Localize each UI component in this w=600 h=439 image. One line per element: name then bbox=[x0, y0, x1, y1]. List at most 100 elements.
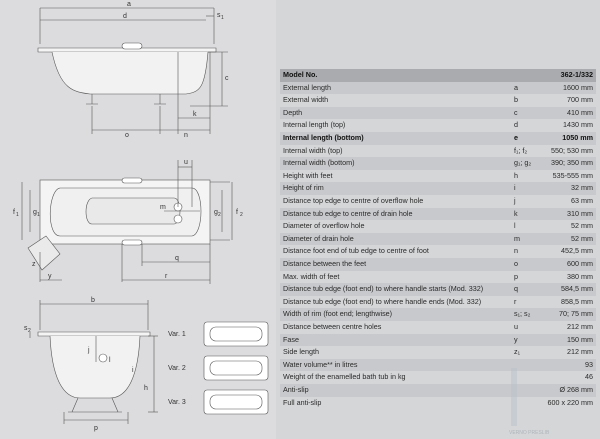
row-label: Distance tub edge to centre of drain hol… bbox=[283, 208, 413, 218]
variant-label-3: Var. 3 bbox=[168, 399, 186, 406]
variant-label-2: Var. 2 bbox=[168, 365, 186, 372]
table-row: Distance tub edge (foot end) to where ha… bbox=[280, 296, 596, 309]
row-value: 1050 mm bbox=[562, 133, 593, 142]
row-value: 310 mm bbox=[567, 208, 593, 218]
dim-label-k: k bbox=[193, 111, 197, 118]
row-value: Ø 268 mm bbox=[559, 385, 593, 394]
table-row: Width of rim (foot end; lengthwise)s₁; s… bbox=[280, 308, 596, 321]
table-row: Distance tub edge (foot end) to where ha… bbox=[280, 283, 596, 296]
row-label: Distance between centre holes bbox=[283, 322, 382, 331]
table-row: Full anti-slip 600 x 220 mm bbox=[280, 397, 596, 410]
row-label: Diameter of drain hole bbox=[283, 233, 354, 243]
dim-label-o: o bbox=[125, 132, 129, 139]
bathtub-technical-drawing: a d s 1 c k o n u m f 1 g 1 f 2 g 2 z y … bbox=[13, 1, 269, 432]
dim-label-q: q bbox=[175, 255, 179, 262]
technical-drawing-panel: a d s 1 c k o n u m f 1 g 1 f 2 g 2 z y … bbox=[0, 0, 276, 439]
row-value: 150 mm bbox=[567, 334, 593, 344]
row-label: Internal width (bottom) bbox=[283, 158, 355, 168]
dim-label-g2-sub: 2 bbox=[218, 212, 221, 218]
row-value: 584,5 mm bbox=[561, 284, 593, 294]
dim-label-f2-sub: 2 bbox=[240, 212, 243, 218]
row-value: 700 mm bbox=[567, 95, 593, 105]
row-label: Height with feet bbox=[283, 170, 333, 180]
row-value: 32 mm bbox=[571, 183, 593, 193]
row-value: 52 mm bbox=[571, 233, 593, 243]
row-value: 212 mm bbox=[567, 347, 593, 357]
row-value: 52 mm bbox=[571, 221, 593, 231]
row-value: 390; 350 mm bbox=[551, 158, 593, 168]
dim-label-h: h bbox=[144, 385, 148, 392]
row-label: Distance tub edge (foot end) to where ha… bbox=[283, 296, 482, 306]
row-value: 535-555 mm bbox=[552, 170, 593, 180]
dim-label-r: r bbox=[165, 273, 168, 280]
row-value: 600 mm bbox=[567, 259, 593, 268]
end-view bbox=[29, 300, 158, 424]
dim-label-s1: s bbox=[217, 12, 221, 19]
row-label: Max. width of feet bbox=[283, 271, 340, 281]
dim-label-g2: g bbox=[214, 209, 218, 216]
table-row: External length a 1600 mm bbox=[280, 81, 596, 95]
row-label: Width of rim (foot end; lengthwise) bbox=[283, 309, 393, 319]
table-row: Distance top edge to centre of overflow … bbox=[280, 195, 596, 208]
table-row: Diameter of drain hole m 52 mm bbox=[280, 232, 596, 246]
row-symbol: n bbox=[514, 246, 518, 256]
row-symbol: c bbox=[514, 107, 518, 117]
dim-label-z: z bbox=[32, 261, 36, 268]
dim-label-c: c bbox=[225, 75, 229, 82]
plan-view bbox=[21, 160, 233, 284]
row-symbol: y bbox=[514, 334, 518, 344]
row-symbol: j bbox=[514, 196, 516, 205]
row-symbol: e bbox=[514, 133, 518, 142]
row-symbol: a bbox=[514, 82, 518, 92]
row-value: 93 bbox=[585, 359, 593, 369]
row-symbol: o bbox=[514, 259, 518, 268]
row-value: 410 mm bbox=[567, 107, 593, 117]
row-value: 46 bbox=[585, 372, 593, 382]
row-label: Full anti-slip bbox=[283, 397, 322, 407]
watermark-bar bbox=[511, 368, 517, 426]
row-value: 550; 530 mm bbox=[551, 145, 593, 155]
row-symbol: g₁; g₂ bbox=[514, 158, 532, 168]
dim-label-g1-sub: 1 bbox=[37, 212, 40, 218]
variant-label-1: Var. 1 bbox=[168, 331, 186, 338]
row-label: Internal width (top) bbox=[283, 145, 343, 155]
watermark-text: VERNO PRESLIB bbox=[509, 430, 550, 436]
row-value: 600 x 220 mm bbox=[547, 397, 593, 407]
row-value: 380 mm bbox=[567, 271, 593, 281]
variant-icons bbox=[203, 321, 269, 415]
row-symbol: r bbox=[514, 296, 517, 306]
dim-label-y: y bbox=[48, 273, 52, 280]
table-row: Distance foot end of tub edge to centre … bbox=[280, 245, 596, 258]
row-value: 212 mm bbox=[567, 322, 593, 331]
header-model-number: 362-1/332 bbox=[560, 70, 593, 79]
dim-label-s1-sub: 1 bbox=[221, 15, 224, 21]
row-value: 858,5 mm bbox=[561, 296, 593, 306]
dim-label-i: i bbox=[132, 367, 134, 374]
dim-label-j: j bbox=[87, 347, 90, 354]
row-value: 1600 mm bbox=[563, 82, 593, 92]
watermark-logo: VERNO PRESLIB bbox=[509, 368, 550, 436]
row-label: Anti-slip bbox=[283, 385, 309, 394]
dim-label-f1-sub: 1 bbox=[16, 212, 19, 218]
row-label: Distance top edge to centre of overflow … bbox=[283, 196, 424, 205]
row-symbol: f₁; f₂ bbox=[514, 145, 528, 155]
row-label: Distance foot end of tub edge to centre … bbox=[283, 246, 429, 256]
dim-label-n: n bbox=[184, 132, 188, 139]
row-label: Internal length (bottom) bbox=[283, 133, 364, 142]
row-label: External length bbox=[283, 82, 331, 92]
dim-label-d: d bbox=[123, 13, 127, 20]
dim-label-m: m bbox=[160, 204, 166, 211]
row-symbol: m bbox=[514, 233, 520, 243]
dim-label-l: l bbox=[109, 357, 111, 364]
